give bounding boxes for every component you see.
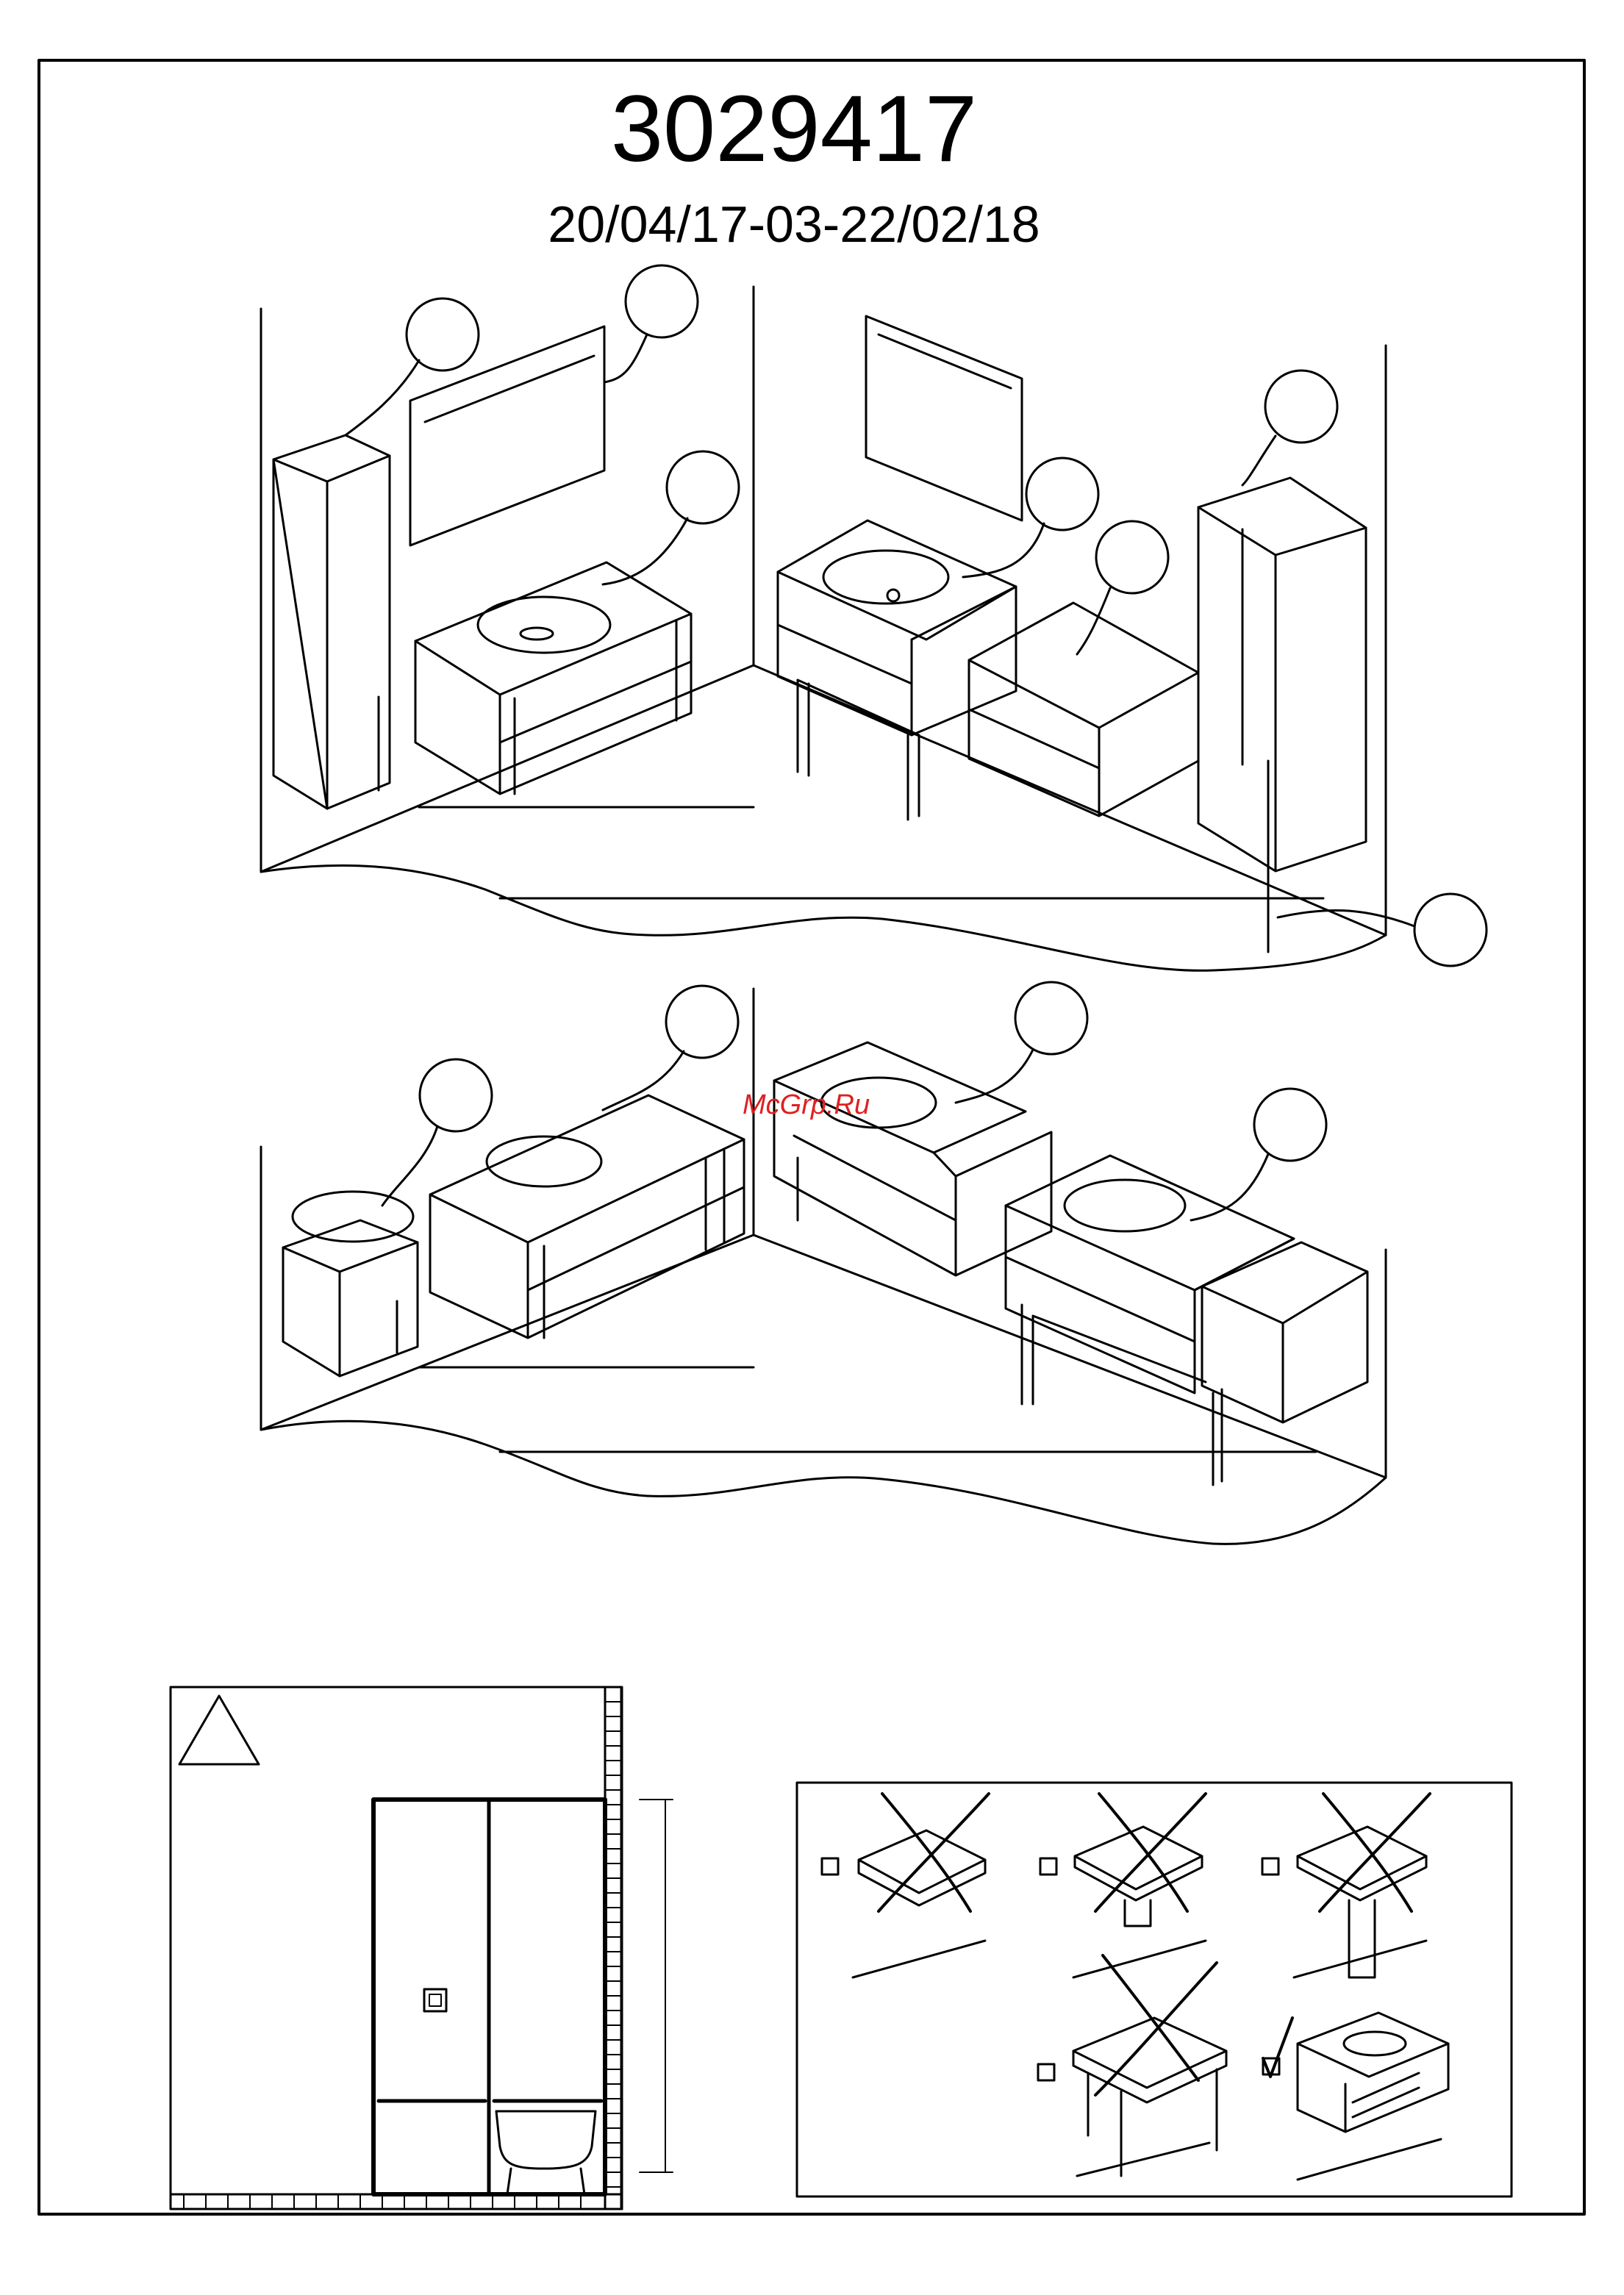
- scene-top: [261, 265, 1487, 970]
- leader-lines: [382, 1050, 1268, 1220]
- wall-hatch: [605, 1687, 621, 2209]
- leader-lines: [346, 334, 1414, 926]
- outlet-icon: [424, 1989, 446, 2011]
- outer-border: [39, 60, 1584, 2214]
- option-wall-basin: [822, 1794, 989, 1977]
- small-vanity-bowl: [283, 1192, 418, 1376]
- mirror-center: [866, 316, 1022, 520]
- checkbox: [822, 1858, 838, 1875]
- checkbox: [1262, 1858, 1278, 1875]
- callout-circle: [626, 265, 698, 337]
- callout-circle: [1026, 458, 1098, 530]
- option-full-pedestal: [1262, 1794, 1430, 1977]
- checkbox: [1040, 1858, 1056, 1875]
- vessel-basin-left: [478, 597, 610, 653]
- dimension-line: [640, 1800, 673, 2172]
- warning-triangle-icon: [179, 1696, 259, 1764]
- option-vanity-cabinet: [1263, 2013, 1448, 2180]
- vessel-basin-small: [293, 1192, 413, 1242]
- vanity-left: [415, 562, 691, 794]
- callout-circle: [420, 1059, 492, 1131]
- callout-circle: [1414, 894, 1487, 966]
- scene-bottom: [261, 982, 1386, 1544]
- integrated-basin-right-2: [1065, 1180, 1185, 1231]
- watermark: McGrp.Ru: [743, 1089, 870, 1121]
- mirror-left: [410, 326, 604, 545]
- document-number: 3029417: [0, 82, 1588, 176]
- floor-line: [419, 665, 1323, 898]
- callout-circle: [667, 451, 739, 523]
- callout-circle: [1015, 982, 1087, 1054]
- tall-cabinet-right: [1198, 478, 1366, 952]
- callout-circle: [1265, 370, 1337, 443]
- warning-panel: [171, 1687, 673, 2209]
- callout-circle: [407, 298, 479, 370]
- vanity-right: [969, 603, 1198, 816]
- checkbox: [1038, 2064, 1054, 2080]
- room-walls: [261, 287, 1386, 935]
- vanity-legs-center: [778, 520, 1016, 820]
- option-console-legs: [1038, 1955, 1226, 2176]
- bathtub: [496, 2111, 595, 2194]
- integrated-basin-center: [823, 551, 948, 604]
- cross-icon: [1095, 1955, 1217, 2095]
- callout-circle: [1254, 1089, 1326, 1161]
- callout-circle: [1096, 521, 1168, 593]
- vanity-integrated-side: [774, 1042, 1051, 1275]
- installation-options-panel: [797, 1783, 1512, 2196]
- callouts-top: [346, 265, 1487, 966]
- floor-cutout: [261, 865, 1386, 970]
- console-vanity-legs: [1006, 1156, 1367, 1485]
- document-dates: 20/04/17-03-22/02/18: [0, 198, 1588, 250]
- option-semi-pedestal: [1040, 1794, 1206, 1977]
- floor-cutout: [261, 1421, 1386, 1544]
- callout-circle: [666, 986, 738, 1058]
- checkmark-icon: [1263, 2018, 1292, 2077]
- tall-cabinet-left: [273, 435, 390, 809]
